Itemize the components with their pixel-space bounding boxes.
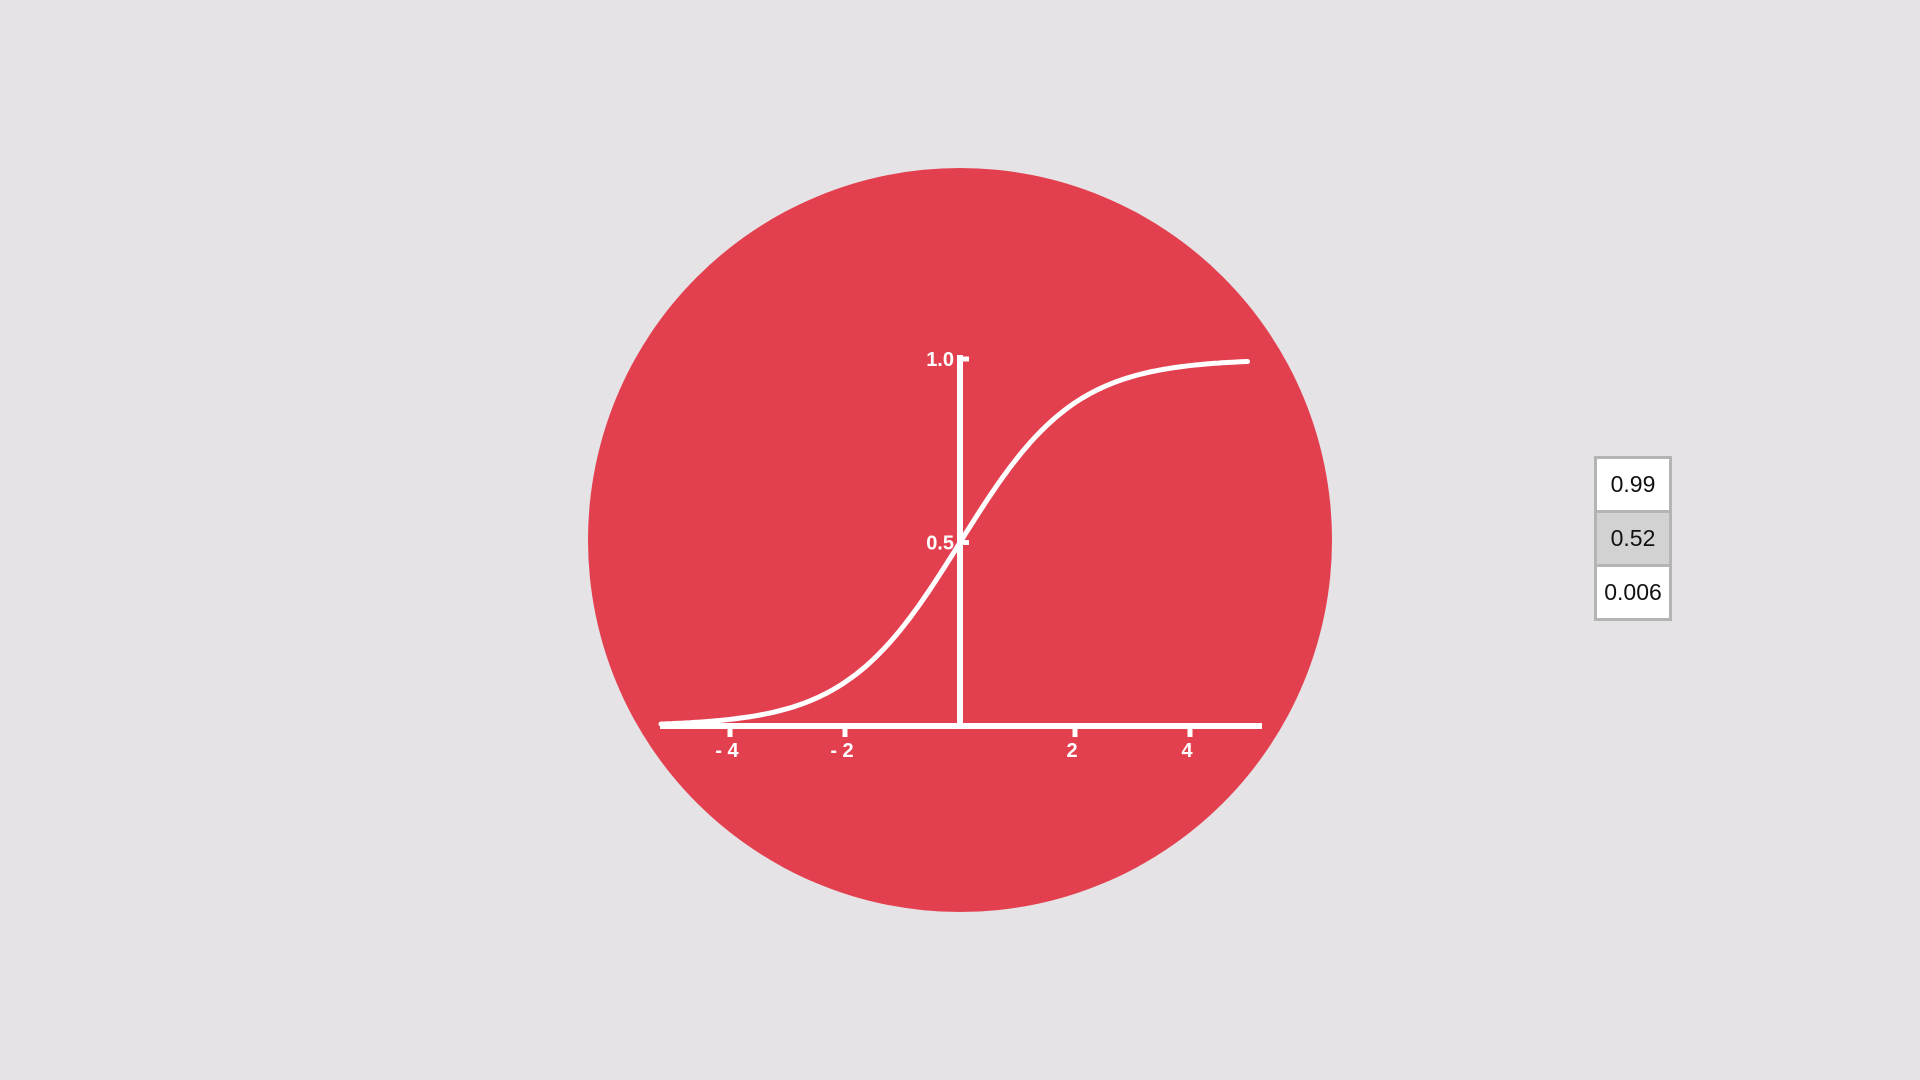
x-tick-label: 2 — [1066, 740, 1077, 762]
x-tick-label: - 2 — [830, 740, 853, 762]
value-cell-middle: 0.52 — [1597, 513, 1669, 564]
sigmoid-curve — [658, 359, 1250, 727]
value-cell-top: 0.99 — [1597, 459, 1669, 510]
ticks: - 4 - 2 2 4 0.5 1.0 — [715, 349, 1193, 762]
value-table: 0.99 0.52 0.006 — [1594, 456, 1672, 621]
x-tick-label: 4 — [1181, 740, 1193, 762]
x-tick-label: - 4 — [715, 740, 739, 762]
curve-layer — [658, 359, 1250, 727]
y-tick-label: 1.0 — [926, 349, 954, 371]
y-tick-label: 0.5 — [926, 533, 954, 555]
value-cell-bottom: 0.006 — [1597, 567, 1669, 618]
